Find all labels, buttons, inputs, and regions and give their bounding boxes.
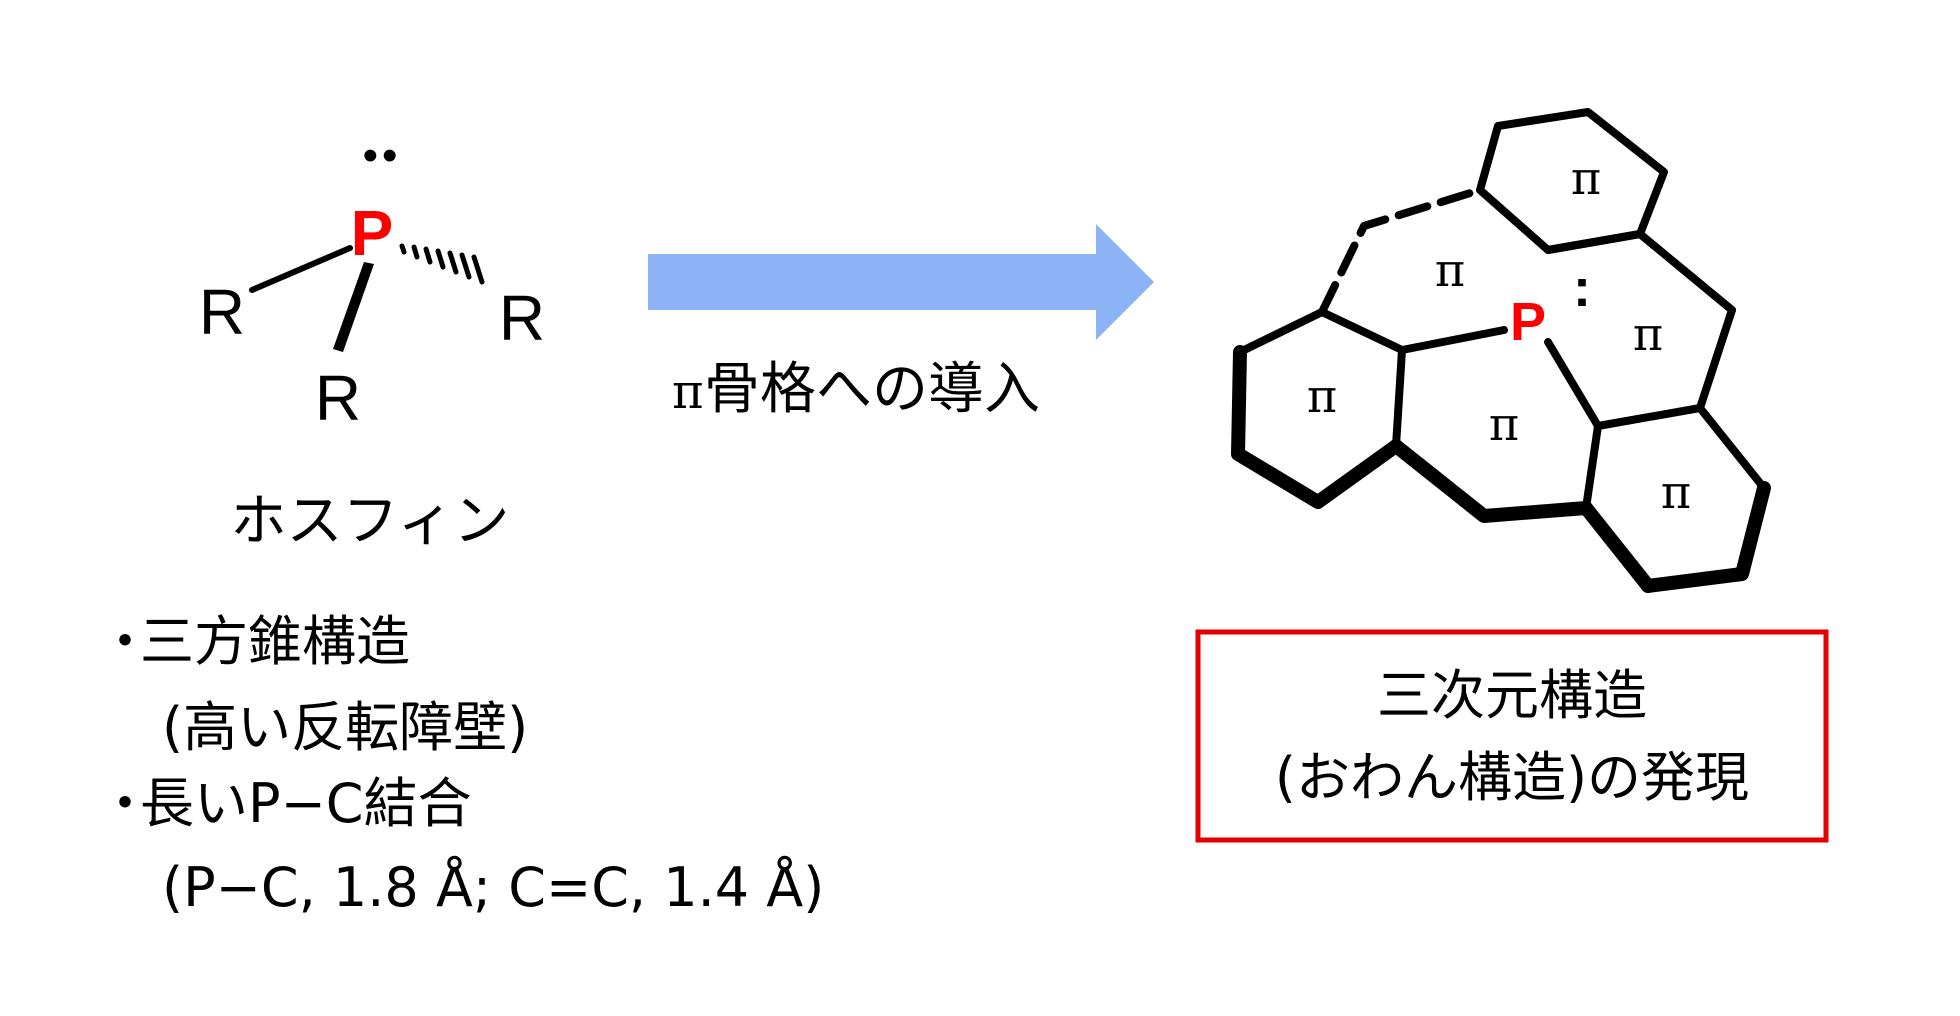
- pi-bowl-structure: [1231, 108, 1771, 593]
- solid-wedge-bond: [333, 262, 374, 352]
- result-box: [1195, 629, 1829, 843]
- pi-label-right: π: [1633, 307, 1663, 361]
- product-p-atom: P: [1510, 292, 1546, 352]
- phosphine-name: ホスフィン: [231, 489, 510, 554]
- property-main-2: 長いP−C結合: [140, 772, 472, 835]
- result-line-1: 三次元構造: [1377, 664, 1647, 727]
- property-sub-2: (P−C, 1.8 Å; C=C, 1.4 Å): [162, 855, 824, 919]
- pi-label-top-ring: π: [1571, 151, 1601, 205]
- result-line-2: (おわん構造)の発現: [1275, 746, 1749, 809]
- phosphine-r-left: R: [199, 276, 245, 348]
- bond-p-r-left: [249, 245, 353, 293]
- hashed-wedge-bond: [399, 243, 485, 285]
- property-bullet-2: ・: [98, 772, 152, 835]
- reaction-arrow: [648, 224, 1154, 340]
- phosphine-structure: •• P R R R: [199, 131, 545, 434]
- product-lone-pair: :: [1573, 258, 1591, 318]
- arrow-label: π 骨格への導入: [672, 357, 1040, 422]
- properties-list: ・ 三方錐構造 (高い反転障壁) ・ 長いP−C結合 (P−C, 1.8 Å; …: [98, 610, 824, 919]
- property-bullet-1: ・: [98, 610, 152, 673]
- arrow-label-text: 骨格への導入: [704, 357, 1040, 422]
- phosphine-p-atom: P: [351, 197, 394, 269]
- arrow-label-pi: π: [672, 364, 704, 420]
- pi-label-upper-center: π: [1435, 243, 1465, 297]
- pi-label-lower-center: π: [1489, 397, 1519, 451]
- property-main-1: 三方錐構造: [140, 610, 410, 673]
- phosphine-r-bottom: R: [315, 362, 361, 434]
- pi-label-bottom-right-ring: π: [1661, 465, 1691, 519]
- phosphine-lone-pair: ••: [363, 131, 402, 180]
- pi-label-left-ring: π: [1307, 369, 1337, 423]
- phosphine-r-right: R: [499, 282, 545, 354]
- pi-labels: π π π π π π: [1307, 151, 1691, 519]
- property-sub-1: (高い反転障壁): [162, 696, 528, 759]
